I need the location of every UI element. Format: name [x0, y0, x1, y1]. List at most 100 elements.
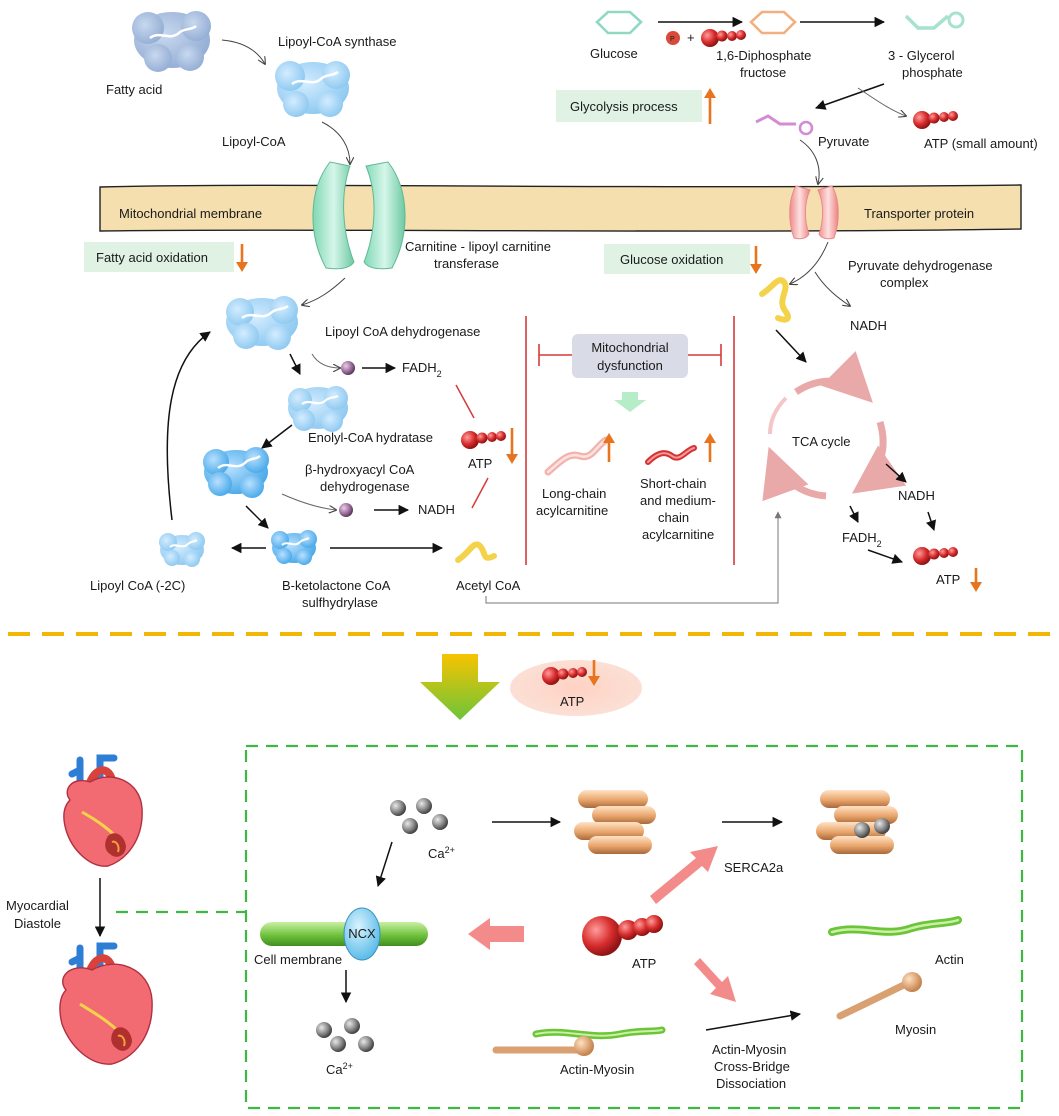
atp-small-molecule: [913, 111, 958, 129]
big-down-arrow: [420, 654, 500, 720]
arrow-recycle-to-acyl-coa: [166, 331, 211, 521]
pyruvate-label: Pyruvate: [818, 134, 869, 149]
arrow-to-tca: [775, 329, 807, 363]
glucose-oxidation-box: [604, 244, 750, 274]
mitochondrial-dysfunction-box: [572, 334, 688, 378]
pdh-label-2: complex: [880, 275, 929, 290]
transporter-protein-channel: [789, 185, 839, 240]
pyruvate-shape: [755, 114, 814, 136]
arrow-transporter-to-pdh: [790, 241, 829, 284]
fad-sphere: [341, 361, 355, 375]
glycolysis-process-label: Glycolysis process: [570, 99, 678, 114]
arrow-to-dissociated: [705, 1010, 802, 1031]
arrow-tca-to-fadh2: [849, 505, 859, 523]
dissociation-label-1: Actin-Myosin: [712, 1042, 786, 1057]
actin-myosin-label: Actin-Myosin: [560, 1062, 634, 1077]
ncx-label: NCX: [348, 926, 376, 941]
hydroxyacyl-label-1: β-hydroxyacyl CoA: [305, 462, 415, 477]
glycerol-label-1: 3 - Glycerol: [888, 48, 955, 63]
arrow-calcium-to-ncx: [375, 841, 393, 888]
diphosphate-label-2: fructose: [740, 65, 786, 80]
mitochondrial-membrane-label: Mitochondrial membrane: [119, 206, 262, 221]
pink-arrow-to-ncx: [468, 918, 524, 950]
phosphate-sphere: [666, 31, 680, 45]
enoyl-coa-hydratase-label: Enolyl-CoA hydratase: [308, 430, 433, 445]
fadh2-label: FADH2: [402, 360, 442, 379]
calcium-ions-top: [390, 798, 448, 834]
lipoyl-coa-synthase-label: Lipoyl-CoA synthase: [278, 34, 397, 49]
arrow-pdh-to-nadh: [814, 271, 850, 306]
long-chain-label-2: acylcarnitine: [536, 503, 608, 518]
plus-sign: +: [687, 30, 695, 45]
arrow-pyruvate-into-transporter: [799, 139, 819, 184]
atp-label-tca: ATP: [936, 572, 960, 587]
glycolysis-process-box: [556, 90, 702, 122]
inhibition-fadh2-atp: [455, 384, 475, 419]
calcium-label-top: Ca2+: [428, 845, 455, 861]
diphosphate-label-1: 1,6-Diphosphate: [716, 48, 811, 63]
pink-arrow-to-serca: [650, 846, 718, 904]
arrow-to-fadh: [311, 353, 340, 368]
atp-molecule-heart: [582, 915, 663, 956]
lipoyl-coa-molecule: [275, 61, 350, 117]
serca-pump-left: [574, 790, 656, 854]
arrow-nadh-to-atp: [926, 511, 936, 531]
ketolactone-label-2: sulfhydrylase: [302, 595, 378, 610]
arrow-cycle-step-2: [261, 424, 293, 449]
glycerol-label-2: phosphate: [902, 65, 963, 80]
lipoyl-coa-label: Lipoyl-CoA: [222, 134, 286, 149]
arrow-fatty-acid-to-lipoyl: [221, 39, 265, 64]
arrow-fadh2-to-atp: [867, 549, 903, 564]
serca-pump-right: [816, 790, 898, 854]
nadh-label-pdh: NADH: [850, 318, 887, 333]
myocardial-label-1: Myocardial: [6, 898, 69, 913]
glucose-hexagon: [595, 10, 643, 35]
short-chain-label-4: acylcarnitine: [642, 527, 714, 542]
atp-molecule-center-left: [461, 431, 506, 449]
lipoyl-coa-dehydrogenase-label: Lipoyl CoA dehydrogenase: [325, 324, 480, 339]
carnitine-transferase-channel: [312, 161, 406, 270]
pink-arrow-to-dissociation: [694, 958, 736, 1002]
arrow-cycle-step-1: [289, 353, 301, 375]
ketoacyl-coa-cloud: [271, 530, 317, 565]
transporter-protein-label: Transporter protein: [864, 206, 974, 221]
atp-small-amount-label: ATP (small amount): [924, 136, 1038, 151]
ncx-exchanger: [343, 907, 381, 961]
calcium-cycle-dashed-box: [244, 744, 1024, 1110]
mito-dysfunction-label-1: Mitochondrial: [591, 340, 668, 355]
myocardial-label-2: Diastole: [14, 916, 61, 931]
fatty-acid-oxidation-box: [84, 242, 234, 272]
mito-dysfunction-label-2: dysfunction: [597, 358, 663, 373]
acetyl-coa-label: Acetyl CoA: [456, 578, 521, 593]
short-chain-label-1: Short-chain: [640, 476, 706, 491]
tca-cycle-ring: [762, 350, 907, 502]
glucose-oxidation-label: Glucose oxidation: [620, 252, 723, 267]
arrow-acetyl-coa-to-tca: [485, 511, 782, 604]
fatty-acid-molecule: [132, 11, 211, 72]
atp-molecule-tca: [913, 547, 958, 565]
atp-heart-label: ATP: [632, 956, 656, 971]
glycerol-phosphate-shape: [904, 11, 965, 30]
fatty-acid-label: Fatty acid: [106, 82, 162, 97]
atp-molecule-glycolysis: [701, 29, 746, 47]
acyl-coa-cloud-1: [226, 296, 298, 350]
arrow-glycerol-to-atp-small: [857, 87, 906, 116]
arrow-cycle-step-3: [245, 505, 269, 529]
arrow-to-nadh-sphere: [281, 493, 336, 510]
myosin-label: Myosin: [895, 1022, 936, 1037]
lipoyl-coa-2c-label: Lipoyl CoA (-2C): [90, 578, 185, 593]
calcium-ions-bottom: [316, 1018, 374, 1052]
arrow-channel-to-cycle: [302, 277, 346, 305]
arrow-tca-to-nadh: [885, 463, 907, 483]
carnitine-transferase-label-1: Carnitine - lipoyl carnitine: [405, 239, 551, 254]
heart-upper-icon: [63, 754, 143, 867]
nadh-label-left: NADH: [418, 502, 455, 517]
nad-sphere: [339, 503, 353, 517]
nadh-label-tca: NADH: [898, 488, 935, 503]
atp-highlight-label: ATP: [560, 694, 584, 709]
arrow-lipoyl-into-channel: [321, 121, 350, 164]
cell-membrane-label: Cell membrane: [254, 952, 342, 967]
atp-label-center-left: ATP: [468, 456, 492, 471]
acetyl-coa-from-pyruvate-shape: [759, 277, 791, 323]
